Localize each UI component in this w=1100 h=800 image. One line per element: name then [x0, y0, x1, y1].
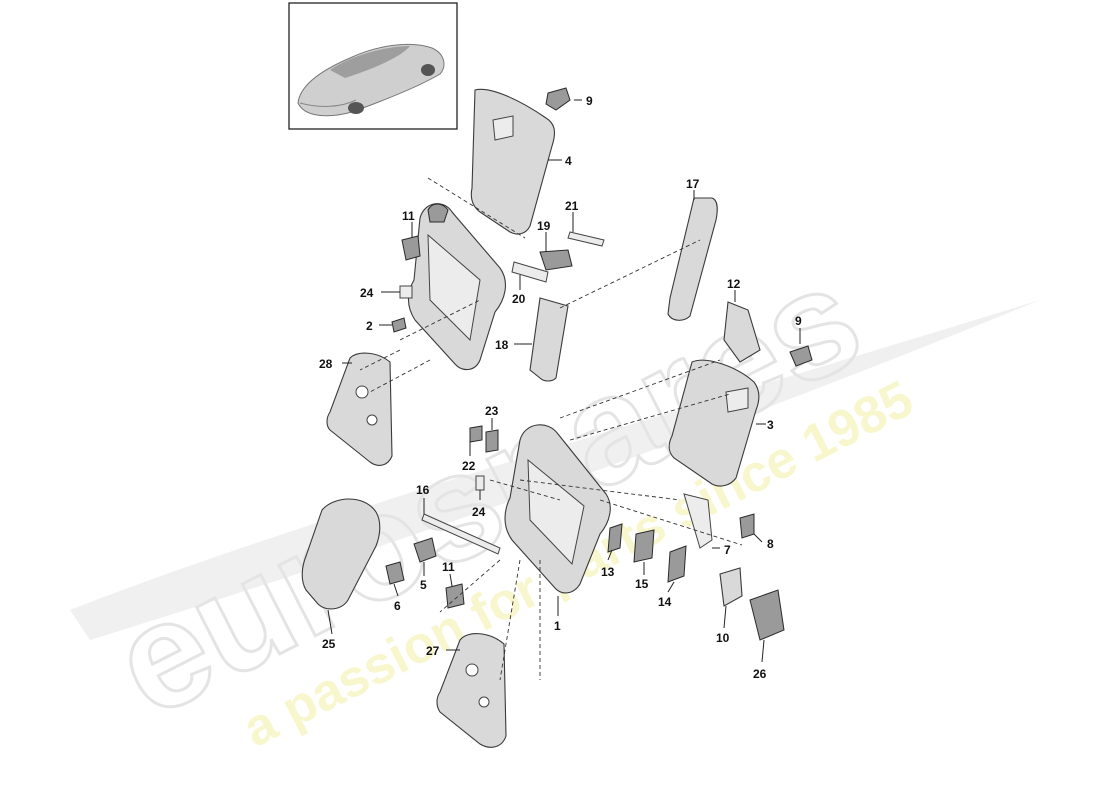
- part-9-clip-upper: [545, 87, 571, 111]
- callout-7: 7: [724, 543, 731, 557]
- callout-11-upper: 11: [402, 209, 415, 223]
- part-14-lever: [667, 545, 687, 583]
- part-26-motor: [749, 589, 785, 641]
- part-4-back-panel: [470, 88, 556, 235]
- part-16-rod: [421, 513, 501, 555]
- callout-11-lower: 11: [442, 560, 455, 574]
- callout-21: 21: [565, 199, 579, 213]
- callout-16: 16: [416, 483, 430, 497]
- callout-10: 10: [716, 631, 730, 645]
- callout-14: 14: [658, 595, 672, 609]
- callout-22: 22: [462, 459, 476, 473]
- callout-26: 26: [753, 667, 767, 681]
- part-25-cushion: [301, 498, 381, 610]
- callout-8: 8: [767, 537, 774, 551]
- part-12-bracket: [723, 301, 761, 363]
- callout-2: 2: [366, 319, 373, 333]
- part-13-lever: [607, 523, 623, 553]
- callout-13: 13: [601, 565, 615, 579]
- callout-27: 27: [426, 644, 440, 658]
- part-24-pin-lower: [475, 475, 485, 491]
- callout-6: 6: [394, 599, 401, 613]
- callout-18: 18: [495, 338, 509, 352]
- leader-lines: [327, 99, 801, 663]
- callout-17: 17: [686, 177, 700, 191]
- callout-labels: 9 4 11 24 2 28 21 19 20 18 17 12 9 3 23 …: [319, 94, 802, 681]
- callout-24-lower: 24: [472, 505, 486, 519]
- part-17-side-bolster: [667, 197, 718, 321]
- part-5-bracket: [413, 537, 437, 563]
- part-10-actuator: [719, 567, 743, 607]
- part-28-back-plate: [326, 352, 393, 466]
- part-27-back-plate: [436, 633, 507, 748]
- lower-backrest-frame: [504, 424, 611, 594]
- callout-25: 25: [322, 637, 336, 651]
- callout-19: 19: [537, 219, 551, 233]
- part-11-cap-upper: [401, 235, 421, 261]
- part-6-bracket: [385, 561, 405, 585]
- callout-28: 28: [319, 357, 333, 371]
- callout-24-upper: 24: [360, 286, 374, 300]
- part-18-pad: [529, 297, 569, 382]
- callout-23: 23: [485, 404, 499, 418]
- callout-9-upper: 9: [586, 94, 593, 108]
- part-23-clip: [485, 429, 499, 453]
- upper-backrest-frame: [407, 203, 506, 371]
- callout-1: 1: [554, 619, 561, 633]
- part-20-bracket: [511, 261, 549, 283]
- callout-20: 20: [512, 292, 526, 306]
- part-3-back-panel: [668, 359, 760, 487]
- part-21-pin: [567, 231, 605, 247]
- car-icon: [297, 43, 445, 117]
- part-15-latch: [633, 529, 655, 563]
- callout-4: 4: [565, 154, 572, 168]
- car-thumbnail: [288, 2, 458, 130]
- part-8-bracket: [739, 513, 755, 539]
- part-24-block-upper: [399, 285, 413, 299]
- assembly-lines: [359, 177, 743, 681]
- part-19-hinge: [539, 249, 573, 271]
- callout-12: 12: [727, 277, 741, 291]
- part-22-clip: [469, 425, 483, 443]
- part-9-clip-lower: [789, 345, 813, 367]
- callout-9-lower: 9: [795, 314, 802, 328]
- part-11-cap-lower: [445, 583, 465, 609]
- callout-15: 15: [635, 577, 649, 591]
- callout-5: 5: [420, 578, 427, 592]
- part-2-bolt: [391, 317, 407, 333]
- callout-3: 3: [767, 418, 774, 432]
